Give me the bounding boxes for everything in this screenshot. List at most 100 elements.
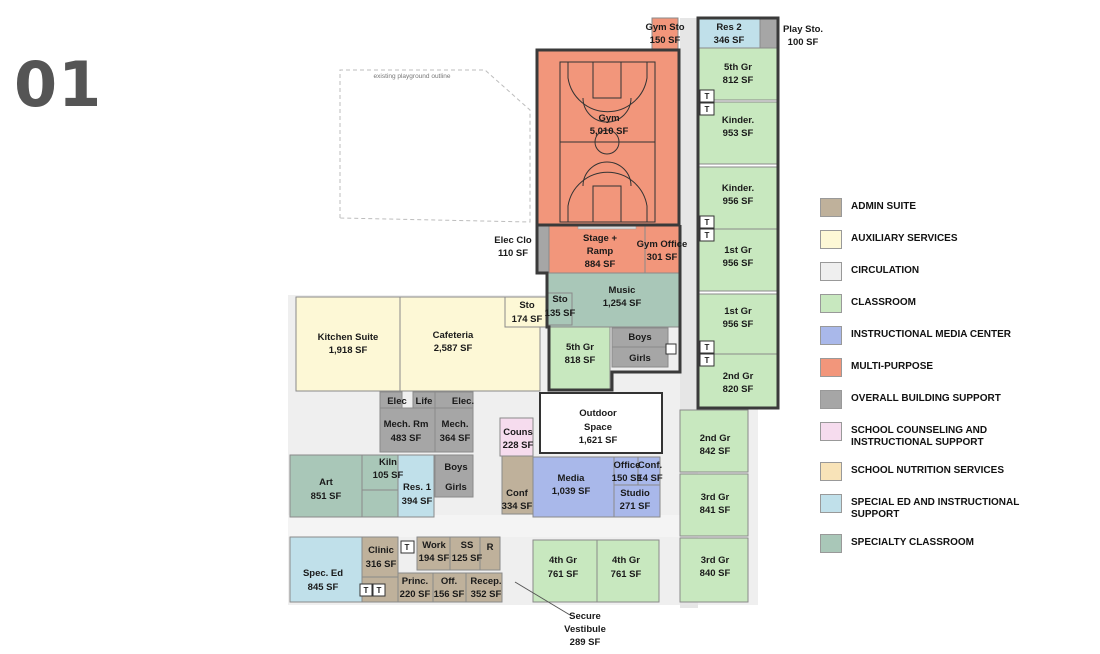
label-stage-area: 884 SF	[585, 259, 616, 270]
svg-text:T: T	[705, 218, 710, 227]
label-4th-gr-b-name: 4th Gr	[612, 555, 640, 566]
room-r	[479, 536, 501, 571]
legend-swatch	[820, 390, 842, 409]
legend-label: OVERALL BUILDING SUPPORT	[851, 393, 1001, 404]
page-number: 01	[14, 48, 103, 121]
room-mech	[434, 407, 474, 453]
legend-label: CIRCULATION	[851, 265, 920, 276]
room-3rd-grade-b	[679, 537, 749, 603]
svg-text:T: T	[364, 586, 369, 595]
legend-item: OVERALL BUILDING SUPPORT	[820, 390, 1090, 409]
legend-label: ADMIN SUITE	[851, 201, 916, 212]
room-2nd-grade-b	[679, 409, 749, 473]
label-mech-rm-area: 483 SF	[391, 433, 422, 444]
legend-item: ADMIN SUITE	[820, 198, 1090, 217]
playground-note: existing playground outline	[374, 73, 451, 80]
legend-swatch	[820, 534, 842, 553]
label-1st-gr-b-name: 1st Gr	[724, 306, 752, 317]
svg-text:T: T	[705, 231, 710, 240]
label-sto-b-area: 135 SF	[545, 308, 576, 319]
label-play-sto-name: Play Sto.	[783, 24, 823, 35]
legend-label: CLASSROOM	[851, 297, 916, 308]
room-storage-a	[504, 296, 548, 328]
legend-swatch	[820, 198, 842, 217]
label-off-name: Off.	[441, 576, 457, 587]
room-reception	[465, 572, 503, 603]
label-ss-area: 125 SF	[452, 553, 483, 564]
label-princ-name: Princ.	[402, 576, 428, 587]
room-art	[289, 454, 363, 518]
legend-label: MULTI-PURPOSE	[851, 361, 934, 372]
legend-item: SCHOOL COUNSELING AND INSTRUCTIONAL SUPP…	[820, 422, 1090, 449]
label-5th-gr-a-area: 812 SF	[723, 75, 754, 86]
label-girls-b: Girls	[445, 482, 467, 493]
label-2nd-gr-a-name: 2nd Gr	[723, 371, 754, 382]
label-life: Life	[416, 396, 433, 407]
label-3rd-gr-a-area: 841 SF	[700, 505, 731, 516]
label-conf-b-area: 14 SF	[637, 473, 663, 484]
basketball-court	[559, 61, 656, 223]
label-kitchen-area: 1,918 SF	[329, 345, 368, 356]
label-mech-name: Mech.	[442, 419, 469, 430]
label-work-area: 194 SF	[419, 553, 450, 564]
svg-text:T: T	[705, 105, 710, 114]
label-3rd-gr-b-area: 840 SF	[700, 568, 731, 579]
label-art-name: Art	[319, 477, 334, 488]
legend-item: SPECIAL ED AND INSTRUCTIONAL SUPPORT	[820, 494, 1090, 521]
label-conf-b-name: Conf.	[638, 460, 662, 471]
new-construction-outline	[535, 16, 780, 410]
label-sto-a-area: 174 SF	[512, 314, 543, 325]
label-couns-name: Couns	[503, 427, 533, 438]
label-conf-a-area: 334 SF	[502, 501, 533, 512]
room-media	[532, 456, 615, 518]
vestibule-leader-line	[514, 581, 571, 616]
legend-swatch	[820, 358, 842, 377]
label-4th-gr-a-area: 761 SF	[548, 569, 579, 580]
svg-text:T: T	[377, 586, 382, 595]
room-mech-rm	[379, 407, 436, 453]
label-gym-office-name: Gym Office	[637, 239, 688, 250]
label-res2-area: 346 SF	[714, 35, 745, 46]
label-play-sto-area: 100 SF	[788, 37, 819, 48]
legend-label: SPECIALTY CLASSROOM	[851, 537, 974, 548]
label-studio-area: 271 SF	[620, 501, 651, 512]
label-stage-name2: Ramp	[587, 246, 614, 257]
label-res1-name: Res. 1	[403, 482, 432, 493]
legend-item: MULTI-PURPOSE	[820, 358, 1090, 377]
label-princ-area: 220 SF	[400, 589, 431, 600]
label-mech-area: 364 SF	[440, 433, 471, 444]
label-vestibule-area: 289 SF	[570, 637, 601, 648]
label-gym-sto-name: Gym Sto	[645, 22, 684, 33]
label-spec-ed-area: 845 SF	[308, 582, 339, 593]
label-art-area: 851 SF	[311, 491, 342, 502]
label-elec-clo-name: Elec Clo	[494, 235, 532, 246]
label-outdoor-name2: Space	[584, 422, 612, 433]
legend-swatch	[820, 326, 842, 345]
label-gym-name: Gym	[598, 113, 619, 124]
room-girls-restroom-a	[611, 346, 669, 368]
label-kinder-a-name: Kinder.	[722, 115, 754, 126]
label-sto-b-name: Sto	[552, 294, 568, 305]
label-couns-area: 228 SF	[503, 440, 534, 451]
label-studio-name: Studio	[620, 488, 650, 499]
room-studio	[613, 484, 661, 518]
room-4th-grade-a	[532, 539, 598, 603]
label-cafeteria-name: Cafeteria	[433, 330, 474, 341]
label-recep-name: Recep.	[470, 576, 501, 587]
room-play-storage	[759, 17, 779, 49]
legend-label: SCHOOL COUNSELING AND INSTRUCTIONAL SUPP…	[851, 425, 988, 448]
room-office-small	[432, 572, 467, 603]
legend-swatch	[820, 494, 842, 513]
legend-swatch	[820, 422, 842, 441]
room-art-annex	[361, 489, 399, 518]
svg-text:T: T	[705, 92, 710, 101]
label-outdoor-area: 1,621 SF	[579, 435, 618, 446]
toilet-markers: T T T T T T T T T	[359, 89, 715, 597]
room-gym	[536, 49, 680, 226]
label-girls-a: Girls	[629, 353, 651, 364]
room-storage-b	[546, 292, 573, 326]
room-special-ed	[289, 536, 363, 603]
label-4th-gr-b-area: 761 SF	[611, 569, 642, 580]
label-vestibule-name: Secure	[569, 611, 601, 622]
